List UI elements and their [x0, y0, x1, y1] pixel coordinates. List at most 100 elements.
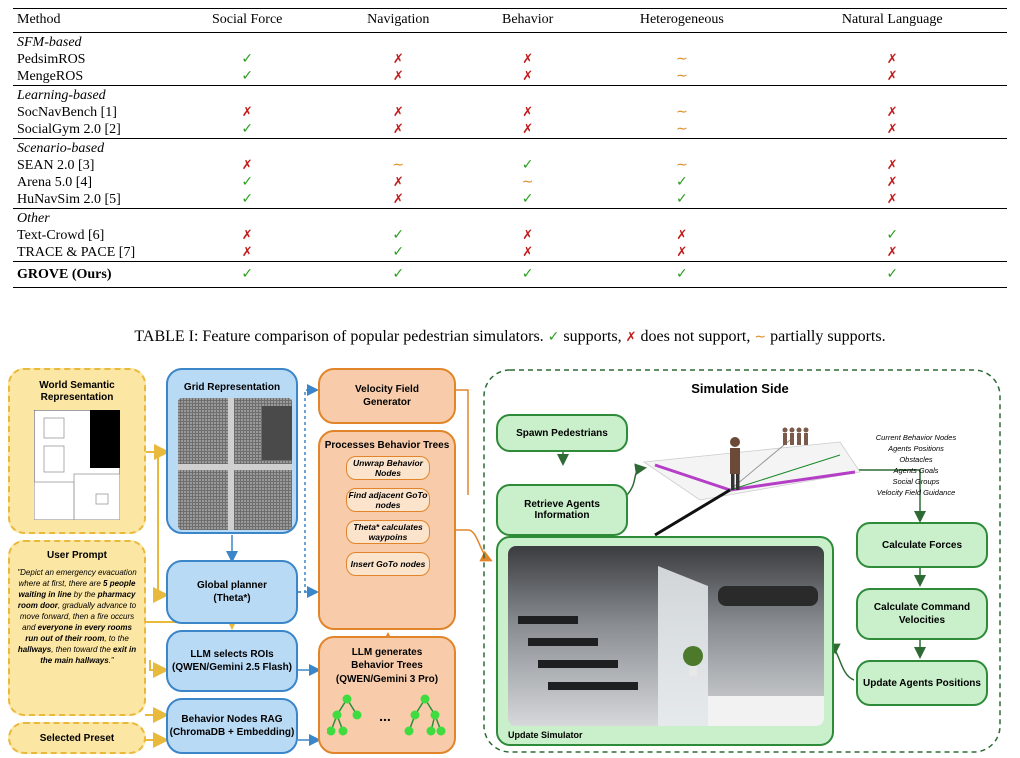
symbol-partial: ∼	[675, 51, 688, 67]
world-title: World Semantic Representation	[39, 380, 115, 403]
connector-arrows	[145, 369, 1001, 753]
symbol-no: ✗	[522, 104, 534, 120]
symbol-yes: ✓	[675, 191, 688, 207]
group-label: SFM-based	[13, 32, 167, 51]
method-cell: SEAN 2.0 [3]	[17, 157, 95, 173]
symbol-yes: ✓	[392, 266, 405, 282]
llm-gen-label: LLM generates Behavior Trees	[351, 647, 423, 671]
empty-cell	[777, 85, 1007, 104]
group-label: Scenario-based	[13, 138, 167, 157]
table-group-row: SFM-based	[13, 32, 1007, 51]
update-positions-box: Update Agents Positions	[856, 660, 988, 706]
feature-cell: ✗	[586, 227, 777, 244]
symbol-no: ✗	[676, 244, 688, 260]
header-behavior: Behavior	[469, 8, 587, 33]
symbol-yes: ✓	[392, 244, 405, 260]
method-cell: HuNavSim 2.0 [5]	[17, 191, 121, 207]
table-row: SocialGym 2.0 [2]✓✗✗∼✗	[13, 121, 1007, 139]
simulator-render-graphic	[508, 546, 824, 726]
feature-cell: ✗	[469, 51, 586, 68]
tree-graphics: ...	[327, 694, 446, 736]
group-label: Other	[13, 208, 167, 227]
feature-cell: ✗	[469, 227, 586, 244]
agents-scene-graphic	[642, 427, 861, 537]
feature-cell: ✗	[167, 227, 327, 244]
global-planner-label: Global planner	[196, 580, 267, 591]
empty-cell	[469, 85, 587, 104]
table-row: TRACE & PACE [7]✗✓✗✗✗	[13, 244, 1007, 262]
empty-cell	[586, 85, 778, 104]
empty-cell	[327, 32, 470, 51]
symbol-no: ✗	[886, 121, 898, 137]
feature-cell: ∼	[586, 157, 777, 174]
method-cell: MengeROS	[17, 68, 84, 84]
table-group-row: Scenario-based	[13, 138, 1007, 157]
prompt-part: pharmacy room door	[17, 590, 136, 610]
feature-cell: ✓	[469, 191, 586, 209]
feature-cell: ✓	[777, 261, 1007, 288]
symbol-partial: ∼	[675, 68, 688, 84]
empty-cell	[469, 208, 587, 227]
tree-ellipsis: ...	[379, 708, 391, 724]
symbol-yes: ✓	[521, 191, 534, 207]
empty-cell	[167, 32, 328, 51]
symbol-yes: ✓	[675, 174, 688, 190]
empty-cell	[167, 138, 328, 157]
method-cell: Arena 5.0 [4]	[17, 174, 93, 190]
feature-cell: ✗	[327, 51, 469, 68]
table-caption: TABLE I: Feature comparison of popular p…	[0, 328, 1020, 346]
symbol-yes: ✓	[886, 227, 899, 243]
empty-cell	[327, 138, 470, 157]
symbol-yes: ✓	[241, 121, 254, 137]
llm-rois-box: LLM selects ROIs (QWEN/Gemini 2.5 Flash)	[166, 630, 298, 692]
caption-partial-text: partially supports.	[770, 328, 886, 345]
spawn-label: Spawn Pedestrians	[516, 427, 608, 439]
feature-cell: ✗	[778, 157, 1008, 174]
feature-cell: ✓	[167, 261, 328, 288]
agent-info-item: Agents Goals	[893, 466, 939, 475]
table-row: HuNavSim 2.0 [5]✓✗✓✓✗	[13, 191, 1007, 209]
feature-cell: ✗	[167, 244, 327, 262]
update-simulator-label: Update Simulator	[508, 730, 583, 740]
feature-cell: ✓	[469, 157, 586, 174]
update-positions-label: Update Agents Positions	[863, 677, 981, 689]
symbol-yes: ✓	[521, 266, 534, 282]
feature-cell: ∼	[327, 157, 469, 174]
table-row-ours: GROVE (Ours)✓✓✓✓✓	[13, 261, 1007, 288]
symbol-no: ✗	[522, 68, 534, 84]
feature-cell: ✓	[327, 244, 469, 262]
symbol-no: ✗	[522, 244, 534, 260]
feature-cell: ✗	[327, 104, 469, 121]
feature-cell: ∼	[586, 104, 777, 121]
symbol-no: ✗	[676, 227, 688, 243]
retrieve-agents-box: Retrieve Agents Information	[496, 484, 628, 536]
feature-cell: ✓	[586, 174, 777, 191]
table-row: MengeROS✓✗✗∼✗	[13, 68, 1007, 86]
feature-cell: ✗	[586, 244, 777, 262]
calc-cmd-box: Calculate Command Velocities	[856, 588, 988, 640]
empty-cell	[327, 85, 470, 104]
rag-sub: (ChromaDB + Embedding)	[169, 727, 295, 738]
feature-cell: ✓	[586, 191, 777, 209]
global-planner-sub: (Theta*)	[213, 593, 251, 604]
prompt-part: everyone in every rooms run out of their…	[25, 623, 132, 643]
symbol-no: ✗	[392, 68, 404, 84]
method-cell: Text-Crowd [6]	[17, 227, 105, 243]
prompt-part: hallways	[17, 645, 52, 654]
caption-no-symbol: ✗	[625, 330, 637, 345]
group-label: Learning-based	[13, 85, 167, 104]
grid-representation-box: Grid Representation	[166, 368, 298, 534]
spawn-pedestrians-box: Spawn Pedestrians	[496, 414, 628, 452]
feature-cell: ✓	[778, 227, 1008, 244]
feature-cell: ✗	[469, 244, 586, 262]
global-planner-box: Global planner (Theta*)	[166, 560, 298, 624]
symbol-yes: ✓	[241, 51, 254, 67]
feature-cell: ∼	[586, 121, 777, 139]
feature-cell: ✓	[167, 68, 327, 86]
feature-cell: ✗	[167, 104, 327, 121]
user-prompt-box: User Prompt "Depict an emergency evacuat…	[8, 540, 146, 716]
symbol-no: ✗	[886, 191, 898, 207]
method-cell: SocNavBench [1]	[17, 104, 117, 120]
feature-cell: ✗	[778, 191, 1008, 209]
